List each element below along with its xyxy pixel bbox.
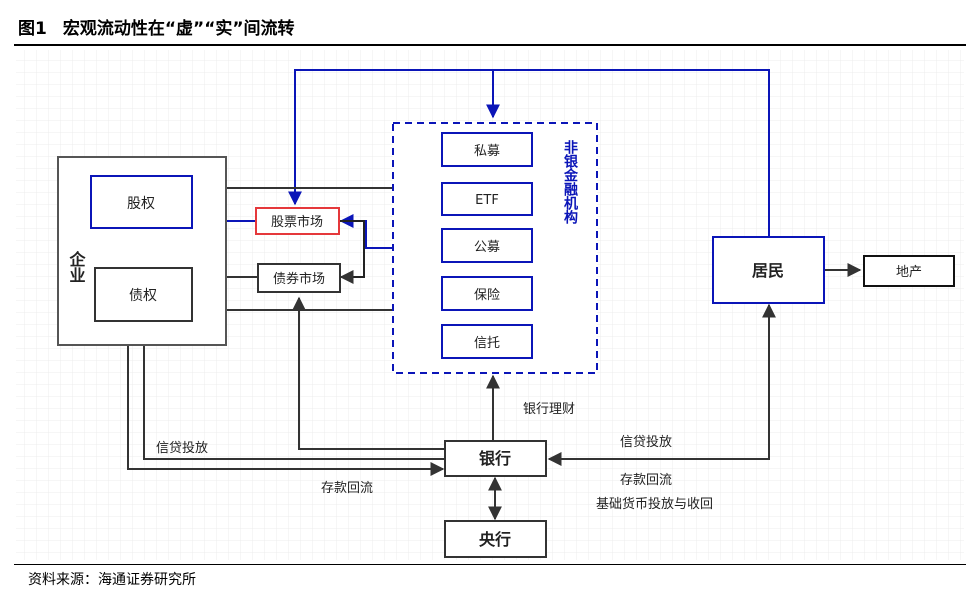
etf-label: ETF <box>475 193 499 208</box>
top-rule <box>14 44 966 46</box>
public-fund-box <box>441 228 533 263</box>
trust-box <box>441 324 533 359</box>
nbfi-label: 非银金融机构 <box>562 139 579 225</box>
private-fund-box <box>441 132 533 167</box>
bank-wealth-label: 银行理财 <box>523 402 575 417</box>
credit-left-label: 信贷投放 <box>156 440 208 456</box>
credit-to-enterprise-arrow <box>137 321 445 460</box>
deposit-left-label: 存款回流 <box>321 481 373 496</box>
insurance-label: 保险 <box>474 288 500 303</box>
deposit-right-label: 存款回流 <box>620 473 672 488</box>
residents-loop-line <box>288 69 770 237</box>
base-money-label: 基础货币投放与收回 <box>596 496 713 512</box>
etf-box <box>441 182 533 216</box>
residents-box <box>712 236 825 304</box>
bottom-rule <box>14 564 966 565</box>
public-fund-label: 公募 <box>474 240 500 255</box>
bond-market-label: 债券市场 <box>273 271 325 287</box>
private-fund-label: 私募 <box>474 144 500 159</box>
figure-title: 图1 宏观流动性在“虚”“实”间流转 <box>18 14 295 39</box>
enterprise-label: 企业 <box>67 250 87 283</box>
real-estate-box <box>863 255 955 287</box>
equity-box <box>90 175 193 229</box>
deposit-to-bank-arrow <box>127 323 445 476</box>
stock-market-label: 股票市场 <box>271 214 323 230</box>
stock-to-bond-arrow <box>339 220 365 284</box>
residents-label: 居民 <box>752 261 784 280</box>
equity-label: 股权 <box>127 196 155 212</box>
central-bank-box <box>444 520 547 558</box>
bank-box <box>444 440 547 477</box>
real-estate-label: 地产 <box>896 265 922 280</box>
bank-to-bond-arrow <box>292 296 445 450</box>
bank-label: 银行 <box>479 449 511 468</box>
debt-box <box>94 267 193 322</box>
debt-label: 债权 <box>129 288 157 304</box>
bank-residents-arrow <box>547 303 776 466</box>
source-note: 资料来源：海通证券研究所 <box>28 572 196 588</box>
central-bank-label: 央行 <box>479 530 511 549</box>
bond-market-box <box>257 263 341 293</box>
figure-title-text: 宏观流动性在“虚”“实”间流转 <box>62 19 295 39</box>
figure-number: 图1 <box>18 19 47 39</box>
credit-right-label: 信贷投放 <box>620 434 672 450</box>
insurance-box <box>441 276 533 311</box>
stock-market-box <box>255 207 340 235</box>
trust-label: 信托 <box>474 336 500 351</box>
